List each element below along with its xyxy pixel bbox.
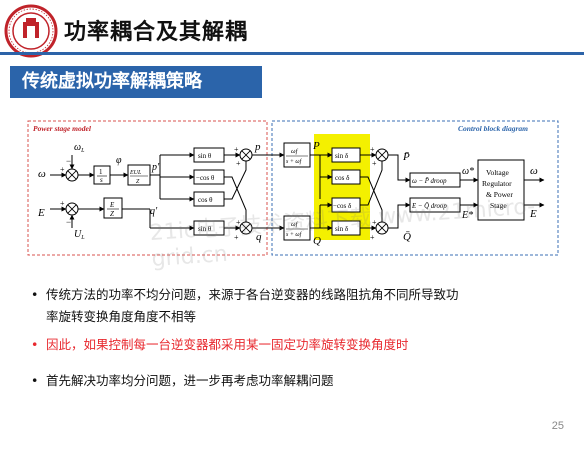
svg-text:s: s bbox=[100, 176, 103, 184]
svg-text:EUL: EUL bbox=[129, 170, 142, 176]
svg-text:E: E bbox=[109, 201, 115, 209]
svg-text:−cos δ: −cos δ bbox=[333, 202, 352, 210]
sign-plus: + bbox=[60, 199, 65, 208]
svg-text:sin δ: sin δ bbox=[335, 152, 349, 160]
sign-minus: − bbox=[66, 156, 71, 166]
input-E: E bbox=[37, 207, 45, 219]
page-number: 25 bbox=[551, 420, 564, 432]
bullet-item: • 因此，如果控制每一台逆变器都采用某一固定功率旋转变换角度时 bbox=[31, 334, 556, 356]
signal-p: p bbox=[254, 141, 261, 153]
power-stage-label: Power stage model bbox=[33, 124, 92, 133]
control-block-label: Control block diagram bbox=[458, 124, 528, 133]
bullet-dot-icon: • bbox=[31, 373, 39, 388]
svg-text:Stage: Stage bbox=[490, 201, 507, 210]
sign-minus: − bbox=[66, 217, 71, 227]
section-banner: 传统虚拟功率解耦策略 bbox=[10, 66, 262, 98]
signal-P-bar: P̄ bbox=[402, 151, 410, 163]
control-block-frame bbox=[271, 120, 559, 256]
svg-text:ωf: ωf bbox=[291, 221, 299, 228]
signal-phi: φ bbox=[116, 155, 122, 166]
signal-Q-bar: Q̄ bbox=[403, 231, 411, 243]
svg-text:sin δ: sin δ bbox=[335, 225, 349, 233]
svg-text:Z: Z bbox=[110, 210, 114, 218]
svg-text:Regulator: Regulator bbox=[482, 179, 512, 188]
sign-plus: + bbox=[372, 159, 377, 168]
bullet-item: • 传统方法的功率不均分问题，来源于各台逆变器的线路阻抗角不同所导致功 率旋转变… bbox=[31, 284, 556, 328]
signal-U-L: UL bbox=[74, 229, 85, 241]
bullet-dot-icon: • bbox=[31, 287, 39, 302]
sign-plus: + bbox=[234, 145, 239, 154]
bullet-text-line: 率旋转变换角度角度不相等 bbox=[46, 309, 197, 324]
gain-E-Z-block bbox=[103, 197, 123, 219]
bullet-dot-icon: • bbox=[31, 337, 39, 352]
sign-plus: + bbox=[370, 145, 375, 154]
sign-plus: + bbox=[234, 233, 239, 242]
title-divider bbox=[0, 52, 584, 55]
lowpass-filter-q bbox=[283, 215, 311, 241]
sign-plus: + bbox=[236, 218, 241, 227]
sign-plus: + bbox=[60, 165, 65, 174]
signal-q: q bbox=[256, 231, 262, 243]
signal-q-prime: q′ bbox=[150, 206, 158, 217]
svg-text:sin θ: sin θ bbox=[198, 152, 212, 160]
signal-Q: Q bbox=[313, 235, 321, 247]
sign-plus: + bbox=[236, 159, 241, 168]
svg-text:ω − P̄ droop: ω − P̄ droop bbox=[412, 178, 447, 185]
output-omega: ω bbox=[530, 165, 538, 177]
svg-text:sin θ: sin θ bbox=[198, 225, 212, 233]
svg-text:cos δ: cos δ bbox=[335, 174, 350, 182]
output-E: E bbox=[529, 208, 537, 220]
bullet-item: • 首先解决功率均分问题，进一步再考虑功率解耦问题 bbox=[31, 370, 556, 392]
signal-p-prime: p′ bbox=[151, 162, 160, 173]
svg-text:ωf: ωf bbox=[291, 148, 299, 155]
signal-E-star: E* bbox=[461, 210, 473, 221]
svg-text:−cos θ: −cos θ bbox=[196, 174, 215, 182]
svg-text:cos θ: cos θ bbox=[198, 196, 213, 204]
university-logo bbox=[4, 4, 58, 58]
sign-plus: + bbox=[372, 218, 377, 227]
signal-omega-L: ωL bbox=[74, 142, 85, 154]
signal-P: P bbox=[312, 140, 320, 152]
svg-text:s + ωf: s + ωf bbox=[286, 231, 303, 238]
voltage-regulator-block bbox=[477, 159, 525, 221]
power-stage-frame bbox=[27, 120, 268, 256]
svg-text:Voltage: Voltage bbox=[486, 168, 509, 177]
svg-text:E − Q̄ droop: E − Q̄ droop bbox=[411, 203, 447, 210]
bullet-text-line: 因此，如果控制每一台逆变器都采用某一固定功率旋转变换角度时 bbox=[46, 337, 409, 352]
svg-text:Z: Z bbox=[136, 179, 140, 185]
signal-omega-star: ω* bbox=[462, 166, 474, 177]
sign-plus: + bbox=[370, 233, 375, 242]
page-title: 功率耦合及其解耦 bbox=[64, 20, 249, 45]
bullet-text-line: 首先解决功率均分问题，进一步再考虑功率解耦问题 bbox=[46, 373, 334, 388]
svg-text:& Power: & Power bbox=[486, 190, 513, 199]
bullet-text-line: 传统方法的功率不均分问题，来源于各台逆变器的线路阻抗角不同所导致功 bbox=[46, 287, 459, 302]
input-omega: ω bbox=[38, 168, 46, 180]
svg-text:1: 1 bbox=[99, 168, 103, 176]
lowpass-filter-p bbox=[283, 142, 311, 168]
svg-text:s + ωf: s + ωf bbox=[286, 158, 303, 165]
